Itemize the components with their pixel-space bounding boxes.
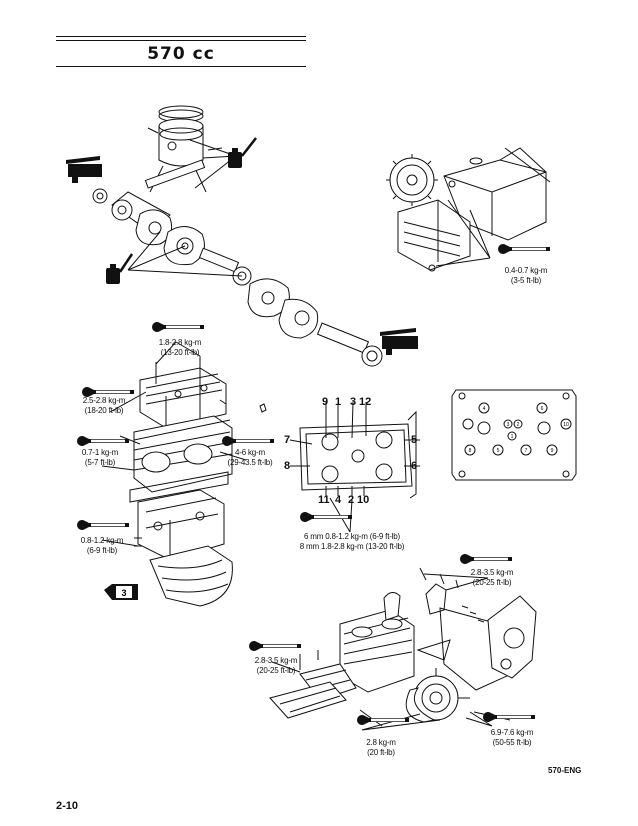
leader-cyl-head-top [155,341,201,365]
torque-imperial: (18-20 ft-lb) [84,406,124,415]
recoil-cover-group [386,147,551,272]
torque-metric: 2.8-3.5 kg-m [254,656,298,665]
torque-label-cyl-right: 4-6 kg-m (29-43.5 ft-lb) [220,448,280,468]
torque-metric: 2.8-3.5 kg-m [470,568,514,577]
wrench-icon [300,512,352,522]
torque-imperial: (50-55 ft-lb) [492,738,532,747]
wrench-icon [249,641,301,651]
leader-mount-left [271,661,301,673]
torque-label-cyl-head-top: 1.8-2.8 kg-m (13-20 ft-lb) [150,338,210,358]
torque-metric: 0.8-1.2 kg-m [80,536,124,545]
torque-label-recoil-cover: 0.4-0.7 kg-m (3-5 ft-lb) [494,266,558,286]
oil-can-icon [228,137,257,168]
grease-gun-icon [380,328,418,355]
cylinder-group [119,356,267,503]
torque-imperial: (5-7 ft-lb) [84,458,116,467]
torque-label-mount-bottom: 2.8 kg-m (20 ft-lb) [354,738,408,758]
torque-imperial: (3-5 ft-lb) [510,276,542,285]
head-seq-num: 1 [511,434,514,440]
oil-leader-bottom [127,231,243,277]
head-seq-num: 6 [541,406,544,412]
sequence-number: 5 [411,434,418,446]
leader-cyl-left [101,465,135,471]
torque-label-sequence: 6 mm 0.8-1.2 kg-m (6-9 ft-lb) 8 mm 1.8-2… [290,532,414,552]
torque-metric: 0.7-1 kg-m [81,448,119,457]
head-seq-num: 3 [507,422,510,428]
wrench-icon [357,715,409,725]
torque-metric: 6.9-7.6 kg-m [490,728,534,737]
header-rule-top [56,36,306,37]
torque-imperial: (20 ft-lb) [367,748,395,757]
head-pattern-diagram [451,389,577,481]
special-tool-badge [104,584,138,600]
crankshaft-group [92,188,383,367]
head-sequence-numbers: 4 6 3 2 1 10 8 5 7 9 [469,406,569,454]
wrench-icon [460,554,512,564]
sequence-number: 8 [284,460,291,472]
page-header: 570 cc [56,36,306,70]
leader-cyl-right [219,451,247,461]
head-seq-num: 10 [563,422,569,428]
header-rule-bottom [56,66,306,67]
wrench-icon [483,712,535,722]
torque-imperial: (6-9 ft-lb) [86,546,118,555]
head-seq-num: 2 [517,422,520,428]
torque-metric: 1.8-2.8 kg-m [158,338,202,347]
sequence-number: 1 [335,396,342,408]
sequence-diagram [289,401,420,499]
wrench-icon [222,436,274,446]
wrench-icon [152,322,204,332]
torque-imperial: (13-20 ft-lb) [160,348,200,357]
torque-imperial: (20-25 ft-lb) [472,578,512,587]
wrench-icon [77,520,129,530]
torque-metric: 4-6 kg-m [235,448,265,457]
head-seq-num: 4 [483,406,486,412]
torque-label-mount-left: 2.8-3.5 kg-m (20-25 ft-lb) [244,656,308,676]
grease-gun-icon [66,156,102,183]
torque-label-cyl-left: 0.7-1 kg-m (5-7 ft-lb) [72,448,128,468]
torque-label-flywheel: 6.9-7.6 kg-m (50-55 ft-lb) [480,728,544,748]
torque-metric: 0.4-0.7 kg-m [504,266,548,275]
sequence-number: 3 [350,396,357,408]
torque-label-head-left: 2.5-2.8 kg-m (18-20 ft-lb) [72,396,136,416]
sequence-number: 11 [318,494,330,506]
sequence-number: 7 [284,434,291,446]
wrench-icon [498,244,550,254]
piston-group [144,105,223,193]
crankcase-lower-group [134,489,233,607]
sequence-number: 10 [357,494,370,506]
figure-code: 570-ENG [548,766,582,775]
sequence-number: 9 [322,396,329,408]
leader-crankcase-left [101,539,139,547]
torque-metric: 6 mm 0.8-1.2 kg-m (6-9 ft-lb) [303,532,400,541]
sequence-number: 12 [359,396,372,408]
sequence-number: 6 [411,460,418,472]
head-seq-num: 7 [525,448,528,454]
torque-label-crankcase-left: 0.8-1.2 kg-m (6-9 ft-lb) [72,536,132,556]
sequence-number: 2 [348,494,355,506]
torque-imperial: (20-25 ft-lb) [256,666,296,675]
head-seq-num: 8 [469,448,472,454]
torque-imperial: (29-43.5 ft-lb) [227,458,273,467]
torque-metric: 2.8 kg-m [366,738,396,747]
head-seq-num: 9 [551,448,554,454]
leader-mount-top [423,573,489,591]
leader-head-left [109,391,147,413]
torque-label-mount-top: 2.8-3.5 kg-m (20-25 ft-lb) [460,568,524,588]
head-seq-num: 5 [497,448,500,454]
header-rule-top-2 [56,40,306,41]
wrench-icon [77,436,129,446]
oil-can-icon [106,253,134,284]
mount-assembly-group [269,567,537,731]
torque-metric: 2.5-2.8 kg-m [82,396,126,405]
special-tool-number: 3 [121,588,126,598]
page-title: 570 cc [147,44,215,64]
torque-imperial: 8 mm 1.8-2.8 kg-m (13-20 ft-lb) [299,542,405,551]
page-number: 2-10 [56,800,79,812]
sequence-number: 4 [335,494,342,506]
